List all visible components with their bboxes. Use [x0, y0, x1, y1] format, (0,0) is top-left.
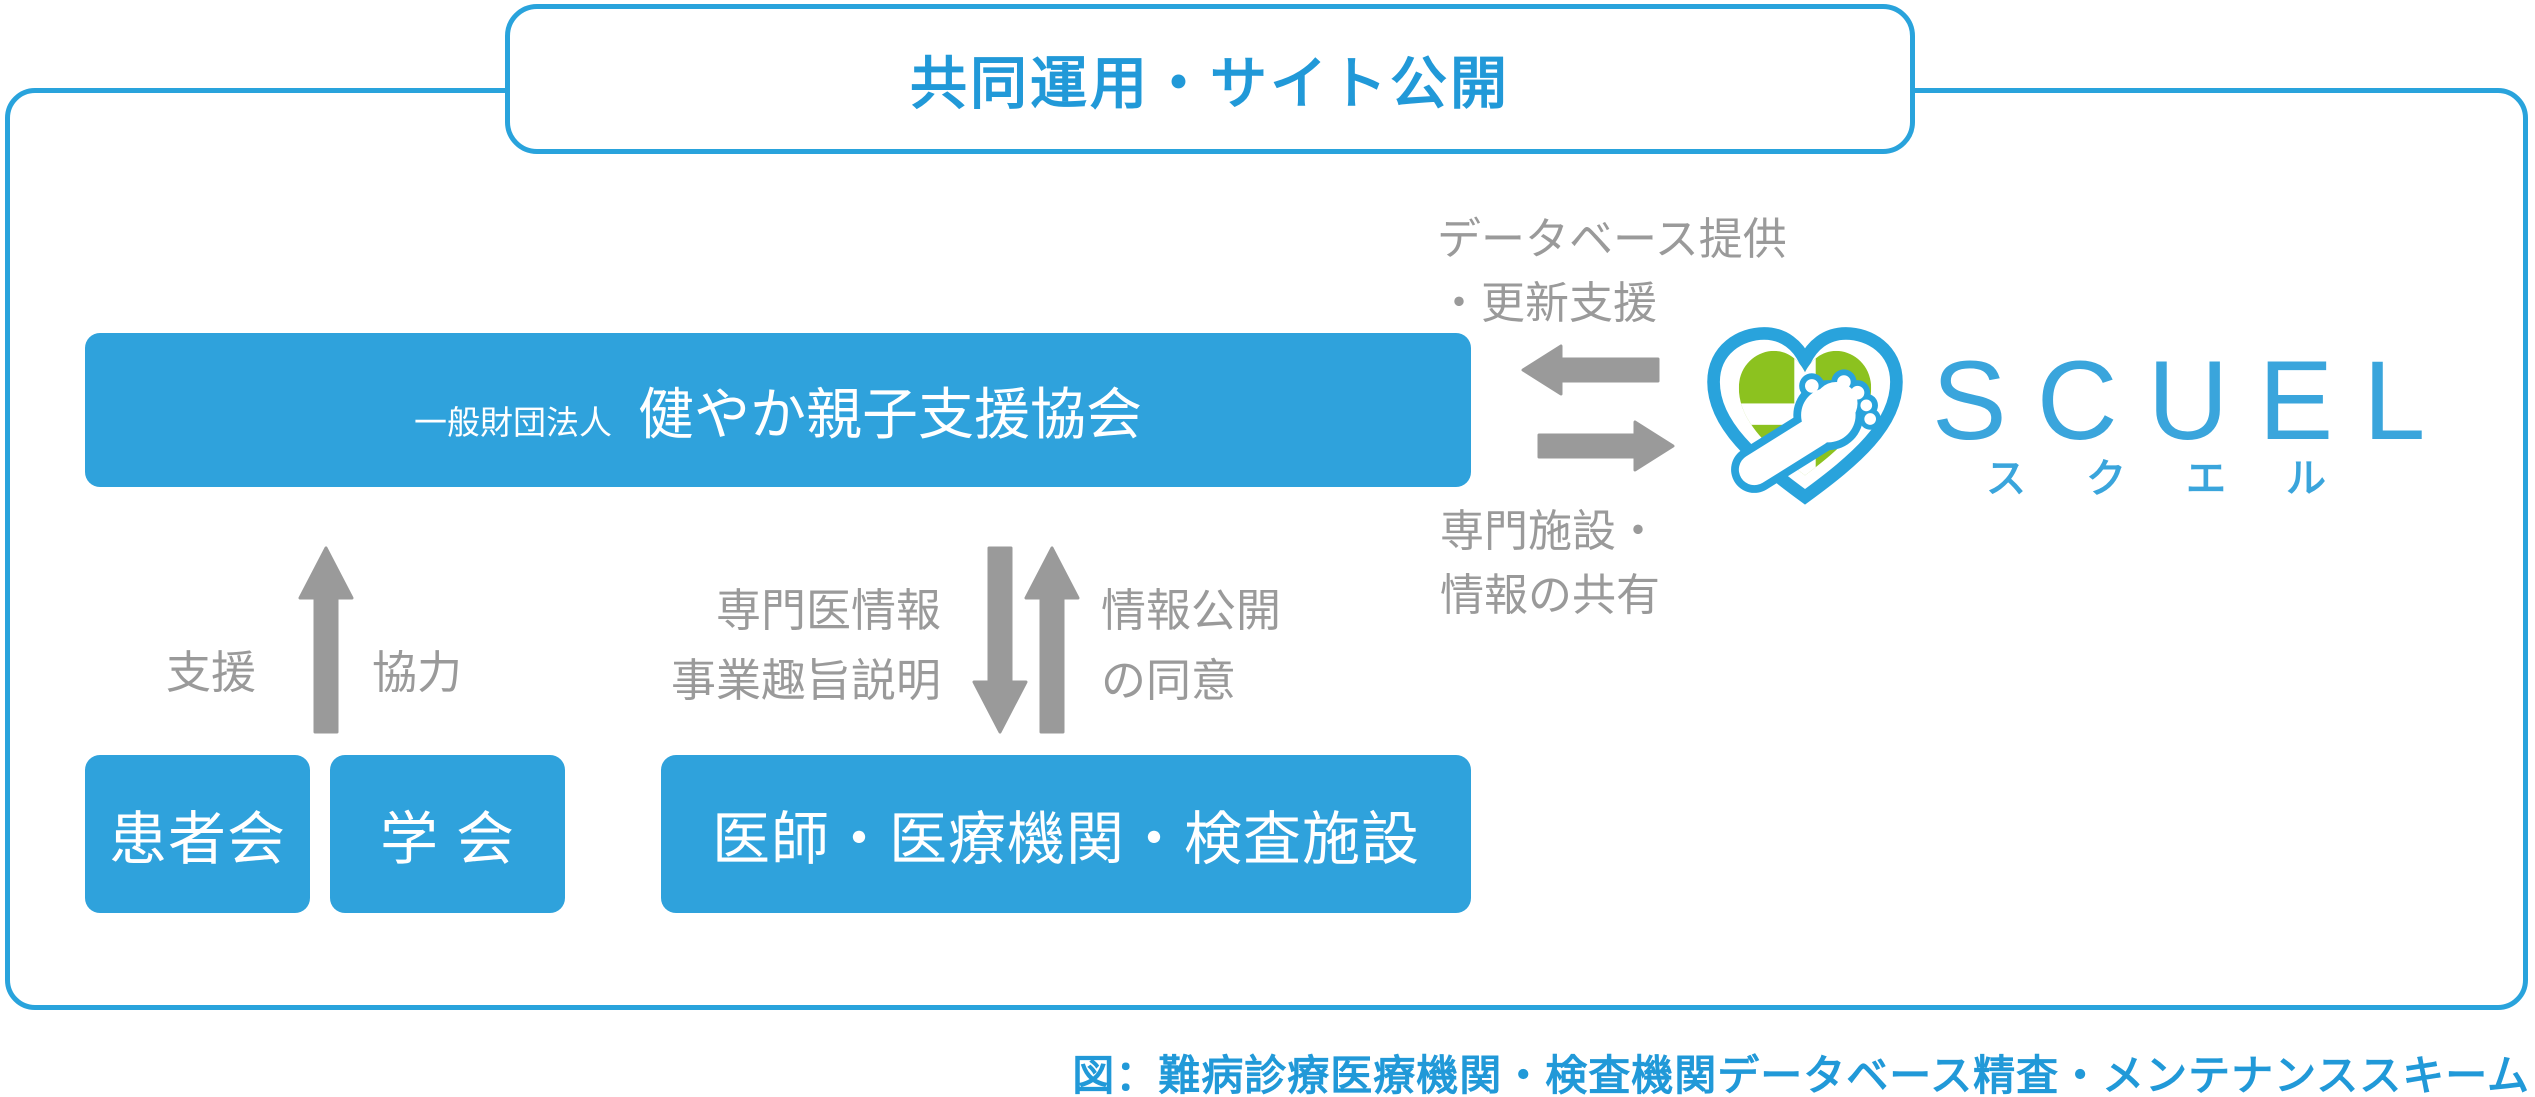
arrow-right-icon — [1537, 420, 1675, 472]
arrow-up-icon — [298, 546, 354, 734]
label-facility-share-line1: 専門施設・ — [1440, 507, 1660, 556]
label-consent-line1: 情報公開 — [1101, 585, 1282, 636]
label-specialist-info-line1: 専門医情報 — [715, 585, 941, 636]
label-database-provide: データベース提供 ・更新支援 — [1437, 208, 1787, 336]
label-specialist-info: 専門医情報 事業趣旨説明 — [600, 576, 941, 716]
association-prefix: 一般財団法人 — [414, 403, 612, 441]
horizontal-exchange-arrows-icon — [1521, 344, 1675, 472]
label-database-provide-line2: ・更新支援 — [1437, 279, 1657, 328]
arrow-left-icon — [1521, 344, 1660, 396]
patients-association-label: 患者会 — [108, 807, 286, 872]
academic-society-box: 学 会 — [330, 755, 565, 913]
label-consent: 情報公開 の同意 — [1101, 576, 1281, 716]
figure-caption: 図：難病診療医療機関・検査機関データベース精査・メンテナンススキーム — [1072, 1052, 2530, 1097]
scuel-wordmark: SCUEL — [1932, 338, 2456, 463]
label-support: 支援 — [166, 647, 257, 698]
association-label: 一般財団法人健やか親子支援協会 — [414, 370, 1142, 451]
label-facility-share: 専門施設・ 情報の共有 — [1440, 500, 1660, 628]
association-box: 一般財団法人健やか親子支援協会 — [85, 333, 1471, 487]
label-facility-share-line2: 情報の共有 — [1440, 571, 1660, 620]
title-box: 共同運用・サイト公開 — [505, 4, 1915, 154]
association-name: 健やか親子支援協会 — [638, 382, 1142, 446]
medical-institutions-box: 医師・医療機関・検査施設 — [661, 755, 1471, 913]
label-consent-line2: の同意 — [1101, 655, 1237, 706]
label-cooperate: 協力 — [372, 647, 463, 698]
scuel-kana: スクエル — [1986, 457, 2386, 501]
medical-institutions-label: 医師・医療機関・検査施設 — [711, 807, 1420, 872]
vertical-exchange-arrows-icon — [972, 546, 1080, 734]
label-specialist-info-line2: 事業趣旨説明 — [670, 655, 941, 706]
patients-association-box: 患者会 — [85, 755, 310, 913]
label-database-provide-line1: データベース提供 — [1437, 215, 1787, 264]
title-label: 共同運用・サイト公開 — [910, 52, 1510, 116]
arrow-up-icon — [1024, 546, 1080, 734]
arrow-down-icon — [972, 546, 1028, 734]
academic-society-label: 学 会 — [379, 807, 516, 872]
scuel-heart-logo-icon — [1707, 327, 1903, 505]
hand-fill — [1738, 375, 1877, 486]
support-up-arrow-icon — [298, 546, 354, 734]
